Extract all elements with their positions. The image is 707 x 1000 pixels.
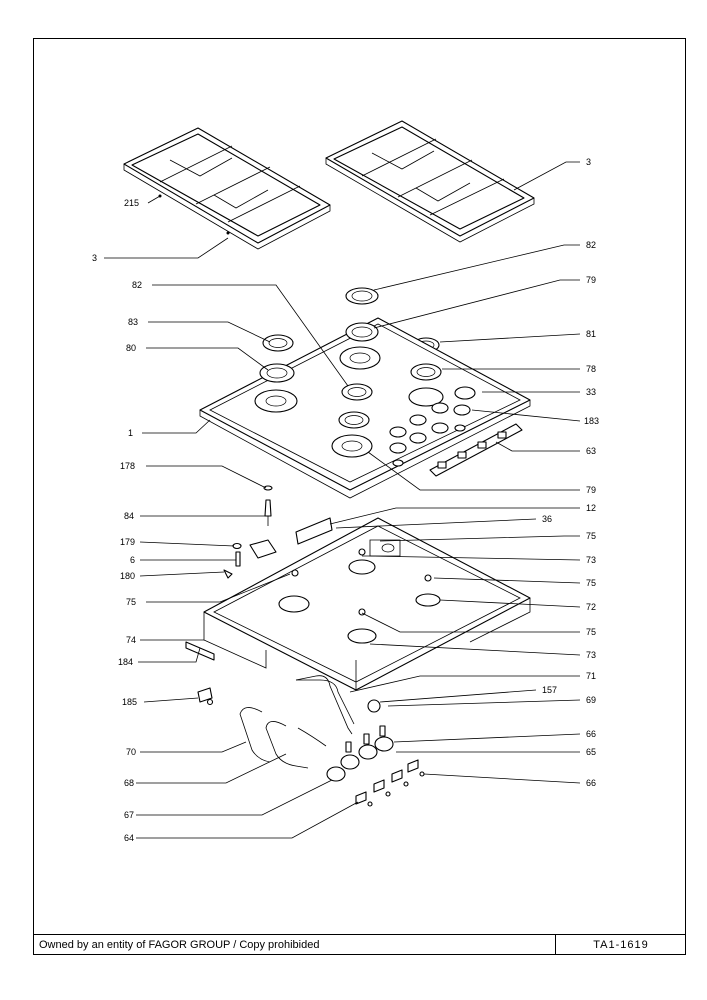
drawing-frame <box>33 38 686 955</box>
callout-72: 72 <box>586 602 596 612</box>
gas-valves <box>326 725 425 807</box>
callout-6: 6 <box>130 555 135 565</box>
callout-65: 65 <box>586 747 596 757</box>
callout-82-right: 82 <box>586 240 596 250</box>
callout-178: 178 <box>120 461 135 471</box>
callout-73-a: 73 <box>586 555 596 565</box>
callout-73-b: 73 <box>586 650 596 660</box>
callout-64: 64 <box>124 833 134 843</box>
callout-84: 84 <box>124 511 134 521</box>
hob-top-plate <box>199 317 531 499</box>
callout-83: 83 <box>128 317 138 327</box>
callout-79-bottom: 79 <box>586 485 596 495</box>
callout-labels: 215 3 3 82 82 79 83 81 80 78 33 183 1 63… <box>92 157 599 843</box>
callout-75-d: 75 <box>586 627 596 637</box>
callout-3-left: 3 <box>92 253 97 263</box>
callout-79-top: 79 <box>586 275 596 285</box>
callout-157: 157 <box>542 685 557 695</box>
callout-69: 69 <box>586 695 596 705</box>
callout-33: 33 <box>586 387 596 397</box>
callout-71: 71 <box>586 671 596 681</box>
callout-63: 63 <box>586 446 596 456</box>
callout-185: 185 <box>122 697 137 707</box>
copyright-notice: Owned by an entity of FAGOR GROUP / Copy… <box>33 934 556 955</box>
callout-81: 81 <box>586 329 596 339</box>
valve-bracket <box>429 423 523 477</box>
leader-lines <box>104 161 581 839</box>
callout-66-a: 66 <box>586 729 596 739</box>
callout-215: 215 <box>124 198 139 208</box>
callout-70: 70 <box>126 747 136 757</box>
callout-67: 67 <box>124 810 134 820</box>
callout-82-left: 82 <box>132 280 142 290</box>
pan-support-left <box>123 127 331 250</box>
callout-12: 12 <box>586 503 596 513</box>
callout-68: 68 <box>124 778 134 788</box>
callout-3-right: 3 <box>586 157 591 167</box>
pan-support-right <box>325 120 535 243</box>
callout-74: 74 <box>126 635 136 645</box>
callout-75-c: 75 <box>126 597 136 607</box>
callout-36: 36 <box>542 514 552 524</box>
callout-184: 184 <box>118 657 133 667</box>
small-parts <box>223 485 333 579</box>
drawing-code: TA1-1619 <box>556 934 686 955</box>
callout-75-b: 75 <box>586 578 596 588</box>
callout-75-a: 75 <box>586 531 596 541</box>
base-tray <box>185 517 531 691</box>
gas-tubes <box>197 675 381 769</box>
callout-78: 78 <box>586 364 596 374</box>
callout-180: 180 <box>120 571 135 581</box>
callout-183: 183 <box>584 416 599 426</box>
callout-179: 179 <box>120 537 135 547</box>
callout-1: 1 <box>128 428 133 438</box>
callout-80: 80 <box>126 343 136 353</box>
callout-66-b: 66 <box>586 778 596 788</box>
